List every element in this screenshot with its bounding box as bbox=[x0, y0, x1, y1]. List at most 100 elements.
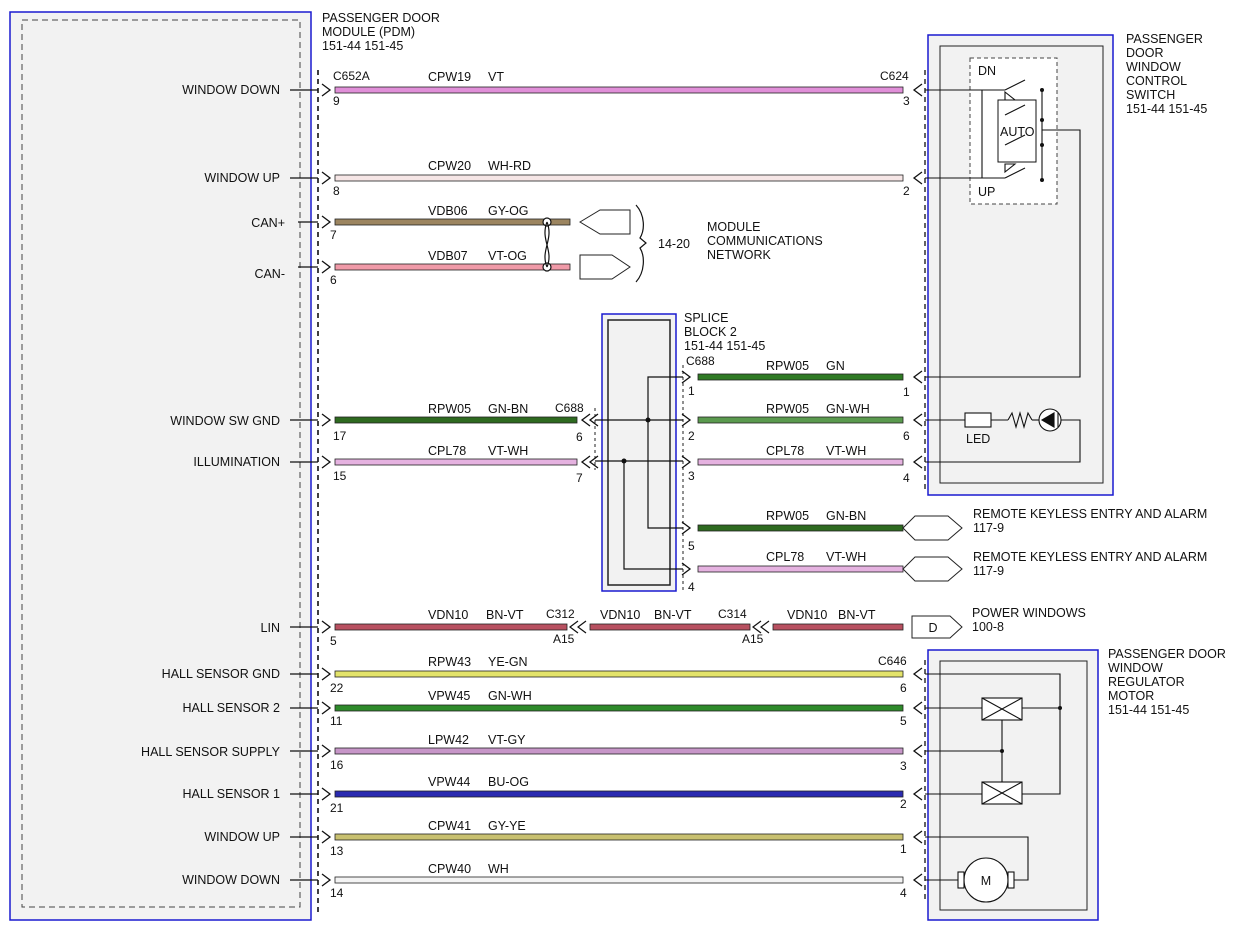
network-label-2: COMMUNICATIONS bbox=[707, 234, 823, 248]
rke-terminal-2 bbox=[902, 556, 963, 582]
splice-title-2: BLOCK 2 bbox=[684, 325, 737, 339]
wire-vpw45-color: GN-WH bbox=[488, 689, 532, 703]
conn-c312: C312 bbox=[546, 607, 575, 621]
pdm-title-1: PASSENGER DOOR bbox=[322, 11, 440, 25]
signal-window-down-2: WINDOW DOWN bbox=[182, 873, 280, 887]
power-windows-dest: POWER WINDOWS bbox=[972, 606, 1086, 620]
switch-up: UP bbox=[978, 185, 995, 199]
splice-out-4-color: VT-WH bbox=[826, 550, 866, 564]
wire-vdb07-circuit: VDB07 bbox=[428, 249, 468, 263]
switch-title-3: WINDOW bbox=[1126, 60, 1181, 74]
signal-hall-sensor-2: HALL SENSOR 2 bbox=[183, 701, 281, 715]
conn-c652a: C652A bbox=[333, 69, 370, 83]
rke-terminal-1 bbox=[902, 515, 963, 541]
pin-left-8: 8 bbox=[333, 184, 340, 198]
splice-out-2-circuit: RPW05 bbox=[766, 402, 809, 416]
pin-left-21: 21 bbox=[330, 801, 344, 815]
wire-cpw20-color: WH-RD bbox=[488, 159, 531, 173]
twisted-pair bbox=[542, 217, 552, 272]
pdm-module: PASSENGER DOOR MODULE (PDM) 151-44 151-4… bbox=[9, 11, 440, 921]
wire-cpw41-circuit: CPW41 bbox=[428, 819, 471, 833]
wire-cpw41-color: GY-YE bbox=[488, 819, 526, 833]
motor-pin-2: 2 bbox=[900, 797, 907, 811]
wire-cpw41: CPW41 GY-YE 13 1 bbox=[330, 819, 907, 858]
signal-window-up-2: WINDOW UP bbox=[204, 830, 280, 844]
right-arrows bbox=[912, 70, 926, 900]
pin-left-16: 16 bbox=[330, 758, 344, 772]
wire-rpw05-gnbn: RPW05 GN-BN C688 17 6 bbox=[333, 401, 584, 444]
pdm-inner-border bbox=[21, 19, 301, 908]
switch-title-4: CONTROL bbox=[1126, 74, 1187, 88]
wire-vdb06-color: GY-OG bbox=[488, 204, 529, 218]
network-label-1: MODULE bbox=[707, 220, 760, 234]
splice-out-3: CPL78 VT-WH 3 4 bbox=[688, 444, 910, 485]
wire-vpw45-circuit: VPW45 bbox=[428, 689, 470, 703]
pdm-title-3: 151-44 151-45 bbox=[322, 39, 403, 53]
splice-out-4: CPL78 VT-WH 4 REMOTE KEYLESS ENTRY AND A… bbox=[688, 550, 1207, 594]
conn-c646: C646 bbox=[878, 654, 907, 668]
switch-dn: DN bbox=[978, 64, 996, 78]
wire-vdb07-color: VT-OG bbox=[488, 249, 527, 263]
pin-left-17: 17 bbox=[333, 429, 347, 443]
splice-arrows bbox=[580, 370, 692, 576]
splice-out-3-circuit: CPL78 bbox=[766, 444, 804, 458]
switch-title-2: DOOR bbox=[1126, 46, 1164, 60]
pdm-arrows bbox=[321, 83, 332, 887]
pin-left-9: 9 bbox=[333, 94, 340, 108]
pin-left-15: 15 bbox=[333, 469, 347, 483]
splice-out-2: RPW05 GN-WH 2 6 bbox=[688, 402, 910, 443]
wire-rpw43-color: YE-GN bbox=[488, 655, 528, 669]
motor-title-3: REGULATOR bbox=[1108, 675, 1185, 689]
pin-left-7: 7 bbox=[330, 228, 337, 242]
wire-cpw20: CPW20 WH-RD 8 2 bbox=[333, 159, 910, 198]
splice-pin-3: 3 bbox=[688, 469, 695, 483]
splice-out-1-circuit: RPW05 bbox=[766, 359, 809, 373]
splice-pin-2: 2 bbox=[688, 429, 695, 443]
switch-pin-6: 6 bbox=[903, 429, 910, 443]
pin-left-6: 6 bbox=[330, 273, 337, 287]
wire-vdb07: VDB07 VT-OG 6 bbox=[330, 249, 631, 287]
switch-led: LED bbox=[966, 432, 990, 446]
signal-window-sw-gnd: WINDOW SW GND bbox=[170, 414, 280, 428]
switch-pin-1: 1 bbox=[903, 385, 910, 399]
pin-a15-1: A15 bbox=[553, 632, 575, 646]
lin-seg2-circuit: VDN10 bbox=[600, 608, 640, 622]
lin-seg1-circuit: VDN10 bbox=[428, 608, 468, 622]
wire-cpw40-color: WH bbox=[488, 862, 509, 876]
splice-out-1: RPW05 GN C688 1 1 bbox=[686, 354, 910, 399]
signal-window-up: WINDOW UP bbox=[204, 171, 280, 185]
motor-pin-3: 3 bbox=[900, 759, 907, 773]
wire-cpw20-circuit: CPW20 bbox=[428, 159, 471, 173]
conn-c624: C624 bbox=[880, 69, 909, 83]
can-minus-terminal bbox=[579, 254, 631, 280]
splice-block: SPLICE BLOCK 2 151-44 151-45 bbox=[594, 311, 765, 592]
splice-out-5-circuit: RPW05 bbox=[766, 509, 809, 523]
signal-window-down: WINDOW DOWN bbox=[182, 83, 280, 97]
splice-out-2-color: GN-WH bbox=[826, 402, 870, 416]
pdm-body bbox=[9, 11, 312, 921]
lin-seg3-circuit: VDN10 bbox=[787, 608, 827, 622]
lin-seg1-color: BN-VT bbox=[486, 608, 524, 622]
switch-auto: AUTO bbox=[1000, 125, 1035, 139]
wire-cpw19-color: VT bbox=[488, 70, 504, 84]
window-control-switch: PASSENGER DOOR WINDOW CONTROL SWITCH 151… bbox=[925, 32, 1207, 496]
can-plus-terminal bbox=[579, 209, 631, 235]
motor-title-5: 151-44 151-45 bbox=[1108, 703, 1189, 717]
regulator-motor: PASSENGER DOOR WINDOW REGULATOR MOTOR 15… bbox=[925, 647, 1226, 921]
splice-out-3-color: VT-WH bbox=[826, 444, 866, 458]
signal-can-plus: CAN+ bbox=[251, 216, 285, 230]
wire-lpw42-color: VT-GY bbox=[488, 733, 526, 747]
splice-pin-1: 1 bbox=[688, 384, 695, 398]
motor-pin-1: 1 bbox=[900, 842, 907, 856]
pin-splice-7: 7 bbox=[576, 471, 583, 485]
splice-pin-5: 5 bbox=[688, 539, 695, 553]
signal-hall-sensor-1: HALL SENSOR 1 bbox=[183, 787, 281, 801]
motor-pin-5: 5 bbox=[900, 714, 907, 728]
motor-title-1: PASSENGER DOOR bbox=[1108, 647, 1226, 661]
signal-lin: LIN bbox=[261, 621, 280, 635]
signal-hall-sensor-supply: HALL SENSOR SUPPLY bbox=[141, 745, 281, 759]
splice-title-1: SPLICE bbox=[684, 311, 728, 325]
power-windows-ref: 100-8 bbox=[972, 620, 1004, 634]
switch-pin-4: 4 bbox=[903, 471, 910, 485]
